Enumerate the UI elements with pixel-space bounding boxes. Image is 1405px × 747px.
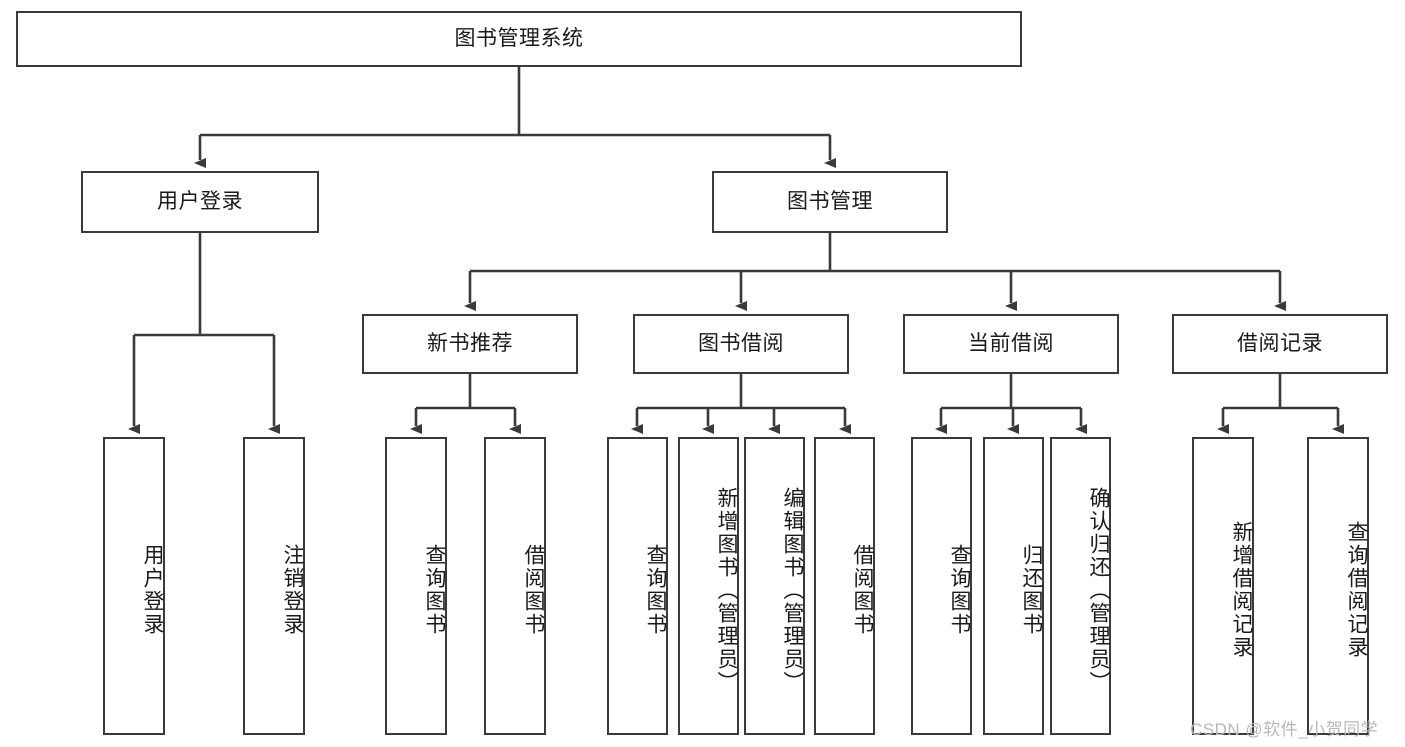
node-root-system[interactable]: 图书管理系统 [16, 11, 1022, 67]
leaf-confirm-return-admin[interactable]: 确认归还（管理员） [1050, 437, 1111, 735]
node-borrow-records[interactable]: 借阅记录 [1172, 314, 1388, 374]
node-book-borrow[interactable]: 图书借阅 [633, 314, 849, 374]
node-label: 当前借阅 [968, 332, 1054, 356]
node-label: 编辑图书（管理员） [781, 486, 804, 694]
leaf-return-book[interactable]: 归还图书 [983, 437, 1044, 735]
leaf-query-borrow-record[interactable]: 查询借阅记录 [1307, 437, 1369, 735]
node-label: 借阅图书 [522, 544, 545, 636]
node-label: 新增借阅记录 [1230, 521, 1253, 659]
csdn-watermark: CSDN @软件_小贺同学 [1190, 720, 1379, 739]
node-label: 归还图书 [1020, 544, 1043, 636]
leaf-borrow-book-new[interactable]: 借阅图书 [484, 437, 546, 735]
node-label: 用户登录 [157, 190, 243, 214]
node-label: 查询图书 [423, 544, 446, 636]
node-book-management[interactable]: 图书管理 [712, 171, 948, 233]
node-label: 图书借阅 [698, 332, 784, 356]
node-user-login[interactable]: 用户登录 [81, 171, 319, 233]
leaf-query-book-new[interactable]: 查询图书 [385, 437, 447, 735]
node-new-book-recommend[interactable]: 新书推荐 [362, 314, 578, 374]
node-label: 查询借阅记录 [1345, 521, 1368, 659]
node-label: 查询图书 [644, 544, 667, 636]
node-label: 确认归还（管理员） [1087, 486, 1110, 694]
node-label: 查询图书 [948, 544, 971, 636]
node-label: 新增图书（管理员） [715, 486, 738, 694]
node-label: 图书管理 [787, 190, 873, 214]
node-label: 借阅记录 [1237, 332, 1323, 356]
leaf-add-borrow-record[interactable]: 新增借阅记录 [1192, 437, 1254, 735]
node-label: 借阅图书 [851, 544, 874, 636]
node-current-borrow[interactable]: 当前借阅 [903, 314, 1119, 374]
node-label: 用户登录 [141, 544, 164, 636]
leaf-add-book-admin[interactable]: 新增图书（管理员） [678, 437, 739, 735]
node-label: 注销登录 [281, 544, 304, 636]
leaf-query-book-borrow[interactable]: 查询图书 [607, 437, 668, 735]
leaf-user-logout[interactable]: 注销登录 [243, 437, 305, 735]
leaf-query-book-current[interactable]: 查询图书 [911, 437, 972, 735]
leaf-user-login[interactable]: 用户登录 [103, 437, 165, 735]
leaf-lend-book[interactable]: 借阅图书 [814, 437, 875, 735]
node-label: 新书推荐 [427, 332, 513, 356]
leaf-edit-book-admin[interactable]: 编辑图书（管理员） [744, 437, 805, 735]
node-label: 图书管理系统 [454, 27, 584, 51]
